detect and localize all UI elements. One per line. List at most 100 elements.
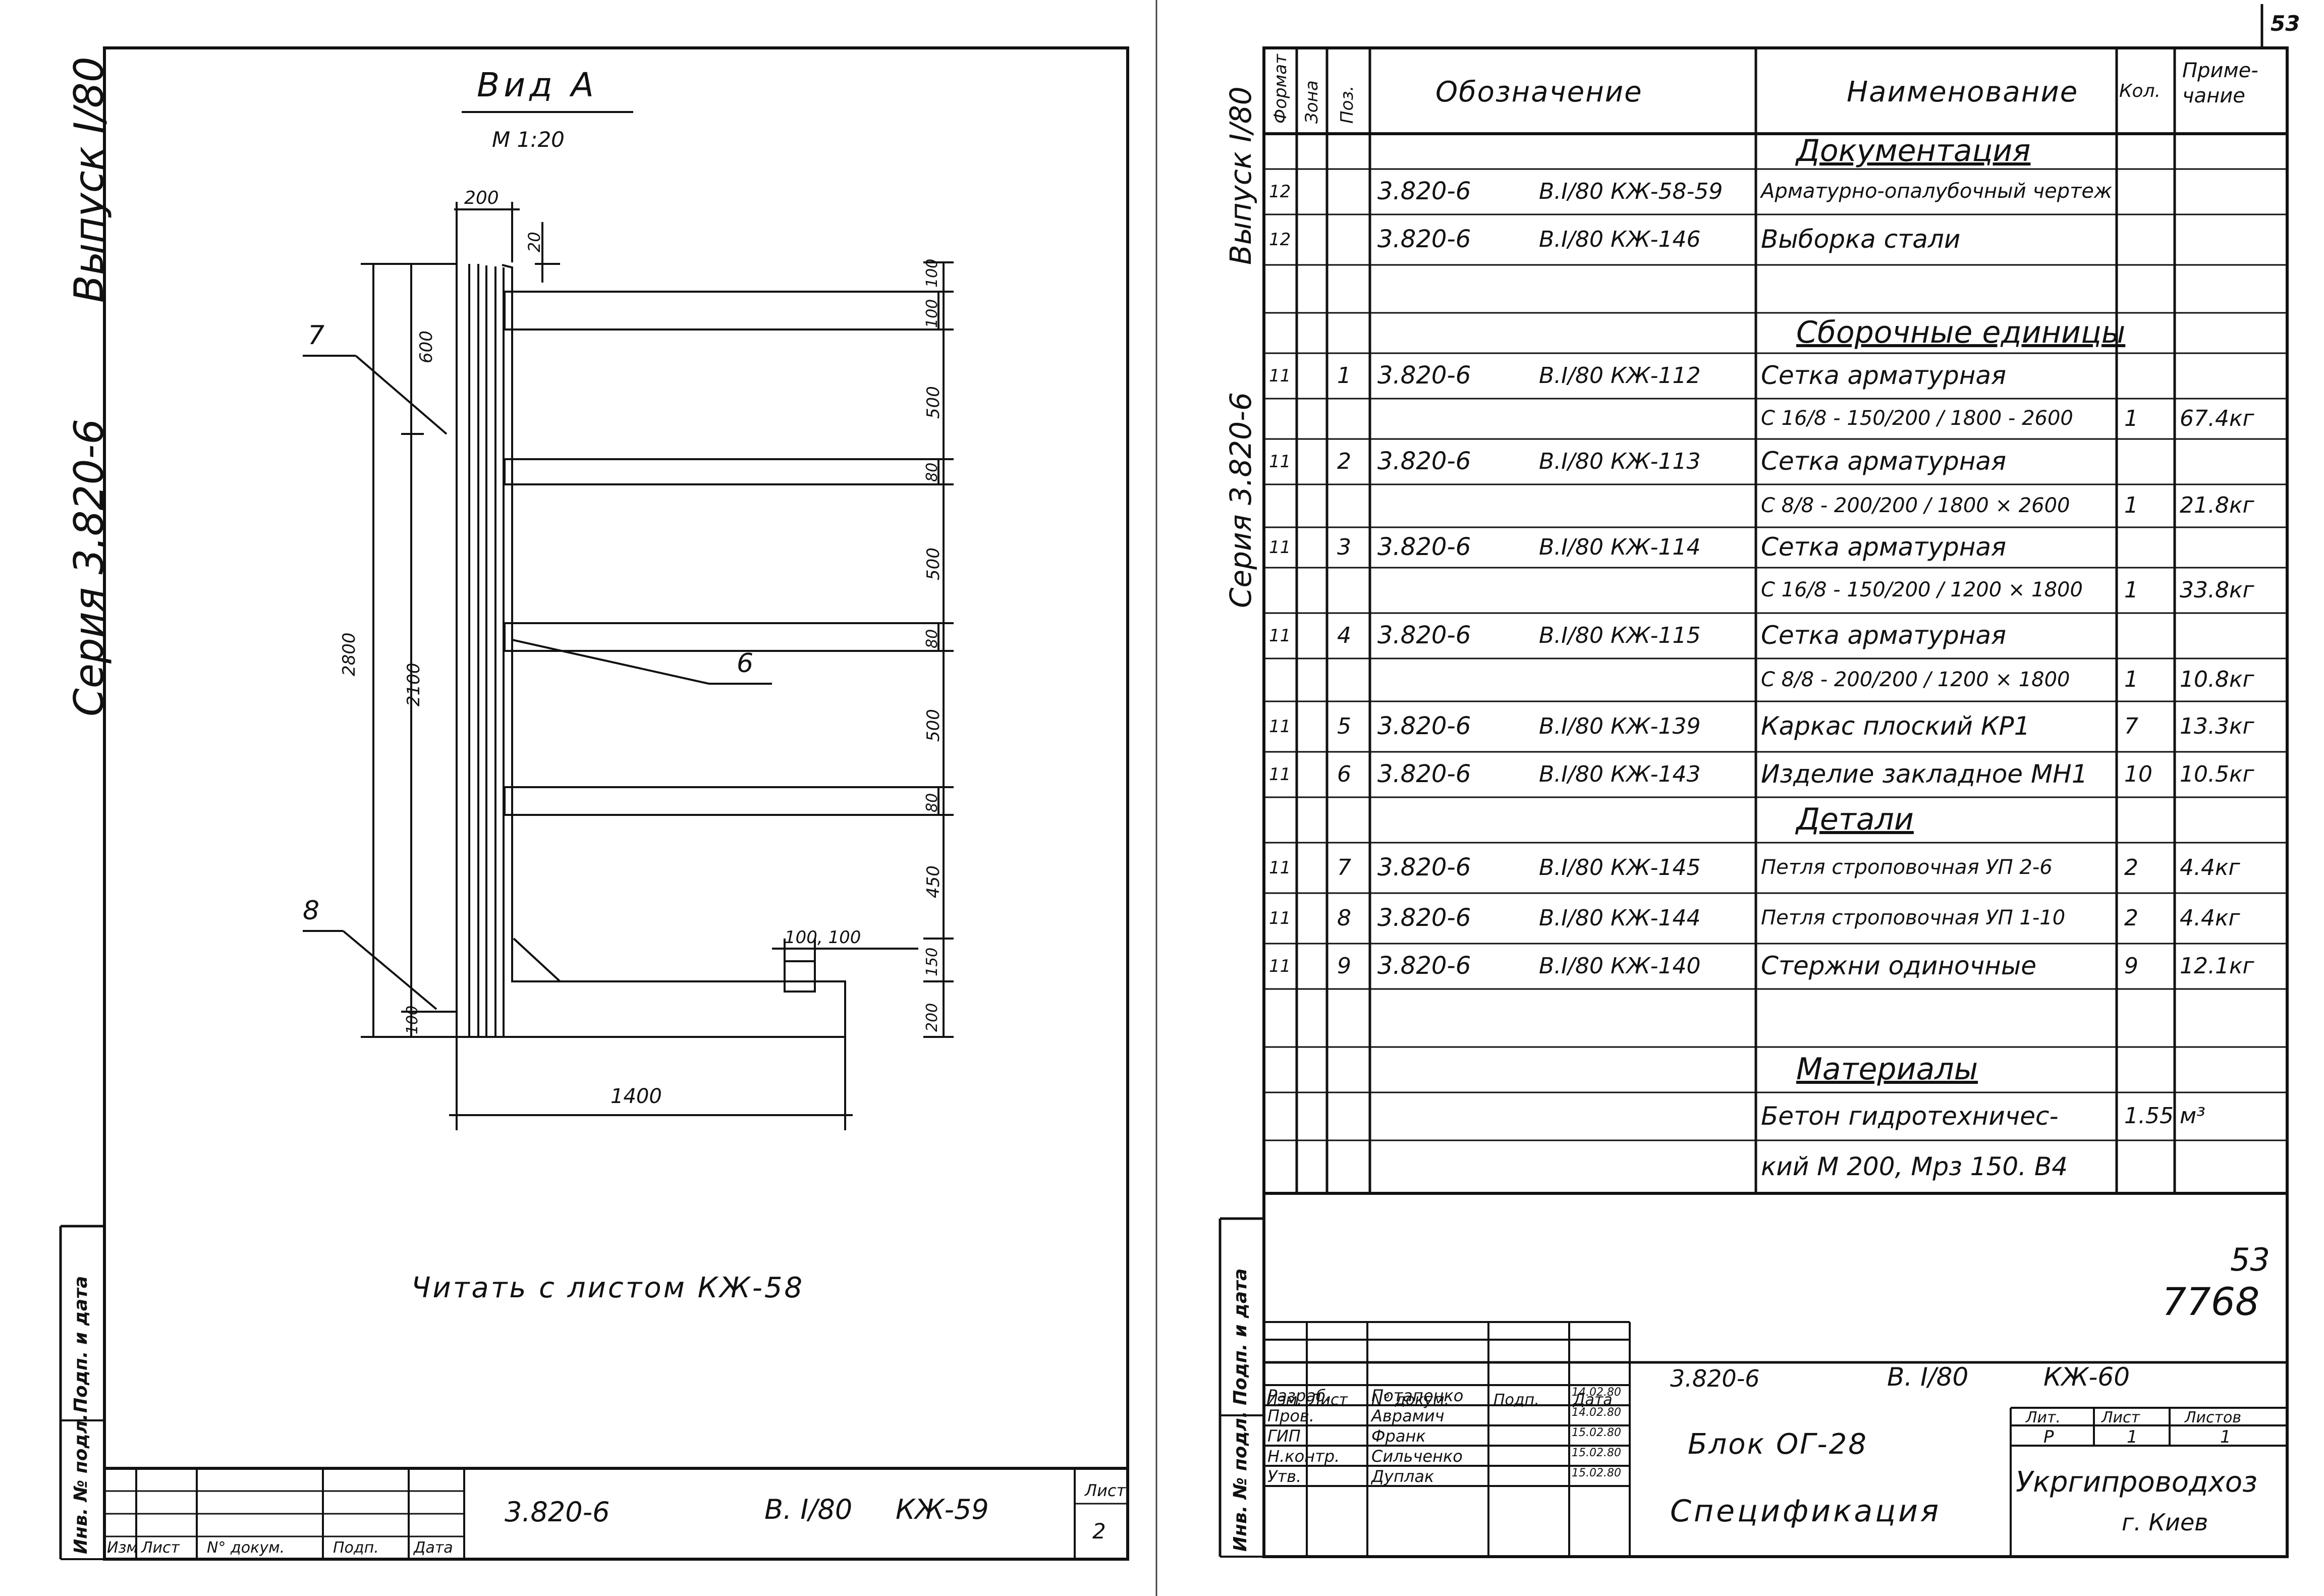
cell-issue: В.I/80 КЖ-145	[1539, 854, 1701, 880]
cell-name: Сетка арматурная	[1761, 361, 2007, 390]
dim-2100: 2100	[404, 663, 424, 706]
callout-6: 6	[737, 648, 754, 679]
cell-name: Арматурно-опалубочный чертеж	[1761, 180, 2113, 203]
cell-pos: 8	[1337, 905, 1351, 931]
col-header-designation: Обозначение	[1435, 76, 1643, 108]
cell-name: Детали	[1796, 802, 1914, 837]
cell-qty: 1	[2124, 667, 2138, 693]
dim-450: 450	[923, 865, 944, 898]
cell-code: 3.820-6	[1377, 621, 1471, 650]
cell-issue: В.I/80 КЖ-115	[1539, 622, 1701, 648]
cell-note: 13.3кг	[2180, 713, 2254, 739]
tb-left-h-izm: Изм	[107, 1539, 138, 1557]
cell-qty: 1	[2124, 492, 2138, 519]
cell-pos: 4	[1337, 622, 1351, 648]
cell-code: 3.820-6	[1377, 853, 1471, 882]
cell-issue: В.I/80 КЖ-139	[1539, 713, 1701, 739]
dim-500-a: 500	[923, 386, 944, 419]
cell-name: Изделие закладное МН1	[1761, 759, 2088, 789]
tb-left-code: 3.820-6	[505, 1496, 610, 1528]
cell-note: 21.8кг	[2180, 492, 2254, 519]
cell-format: 11	[1269, 451, 1291, 472]
tb-right-sheet: 1	[2127, 1427, 2138, 1447]
tb-left-h-doc: N° докум.	[207, 1539, 285, 1557]
cell-pos: 7	[1337, 854, 1351, 880]
cell-format: 11	[1269, 537, 1291, 558]
tb-right-h-doc: N° докум.	[1371, 1391, 1450, 1409]
drawing-note: Читать с листом КЖ-58	[411, 1272, 805, 1304]
callout-7: 7	[308, 320, 325, 351]
right-stamp-inv: Инв. № подл.	[1230, 1411, 1251, 1552]
dim-600: 600	[416, 331, 436, 363]
dim-100-left: 100	[404, 1005, 421, 1034]
cell-note: 10.5кг	[2180, 761, 2254, 787]
cell-code: 3.820-6	[1377, 904, 1471, 932]
cell-code: 3.820-6	[1377, 361, 1471, 390]
right-margin-title-top: Выпуск I/80	[1224, 86, 1258, 265]
dim-80-c: 80	[923, 793, 941, 812]
right-margin-title-bottom: Серия 3.820-6	[1224, 392, 1258, 608]
cell-issue: В.I/80 КЖ-140	[1539, 953, 1701, 979]
tb-right-sheet-code: КЖ-60	[2043, 1362, 2130, 1392]
tb-right-issue: В. I/80	[1887, 1362, 1969, 1392]
view-title: Вид А	[477, 66, 598, 104]
tb-person-name: Франк	[1371, 1426, 1426, 1446]
cell-note: 4.4кг	[2180, 905, 2240, 931]
cell-format: 11	[1269, 857, 1291, 878]
cell-name: Документация	[1796, 133, 2031, 169]
cell-code: 3.820-6	[1377, 760, 1471, 789]
tb-right-h-izm: Изм.	[1266, 1391, 1302, 1409]
corner-page-number: 53	[2271, 11, 2300, 36]
cell-name: Материалы	[1796, 1052, 1978, 1087]
tb-role: ГИП	[1267, 1426, 1301, 1446]
cell-format: 11	[1269, 908, 1291, 928]
tb-right-lit-label: Лит.	[2026, 1409, 2061, 1426]
dim-80-b: 80	[923, 629, 941, 648]
cell-issue: В.I/80 КЖ-112	[1539, 362, 1701, 389]
dim-80-a: 80	[923, 462, 941, 482]
left-margin-title-top: Выпуск I/80	[66, 57, 113, 303]
view-scale: М 1:20	[492, 127, 565, 152]
tb-right-name1: Блок ОГ-28	[1688, 1428, 1868, 1461]
cell-qty: 1	[2124, 577, 2138, 603]
dim-500-b: 500	[923, 547, 944, 580]
cell-name: С 8/8 - 200/200 / 1800 × 2600	[1761, 493, 2070, 517]
col-header-note: Приме-чание	[2182, 59, 2258, 107]
tb-person-name: Потапенко	[1371, 1386, 1464, 1405]
cell-code: 3.820-6	[1377, 533, 1471, 562]
dim-150: 150	[923, 947, 941, 976]
cell-name: С 16/8 - 150/200 / 1800 - 2600	[1761, 407, 2073, 430]
tb-date: 15.02.80	[1572, 1467, 1621, 1479]
cell-pos: 6	[1337, 761, 1351, 787]
tb-left-issue: В. I/80	[764, 1494, 853, 1525]
cell-note: 12.1кг	[2180, 953, 2254, 979]
dim-1400: 1400	[611, 1085, 662, 1108]
dim-200-b: 200	[923, 1003, 941, 1032]
cell-name: кий М 200, Мрз 150. В4	[1761, 1151, 2068, 1181]
cell-note: 10.8кг	[2180, 667, 2254, 693]
tb-date: 15.02.80	[1572, 1447, 1621, 1459]
cell-format: 11	[1269, 764, 1291, 785]
dim-20: 20	[525, 232, 544, 252]
dim-500-c: 500	[923, 709, 944, 742]
tb-right-org: Укргипроводхоз	[2016, 1466, 2257, 1499]
callout-8: 8	[303, 896, 320, 926]
stamp-number-7768: 7768	[2162, 1279, 2260, 1324]
cell-format: 12	[1269, 229, 1291, 250]
tb-role: Н.контр.	[1267, 1447, 1340, 1466]
cell-code: 3.820-6	[1377, 712, 1471, 741]
cell-qty: 1.55	[2124, 1103, 2174, 1129]
cell-pos: 3	[1337, 534, 1351, 560]
cell-issue: В.I/80 КЖ-143	[1539, 761, 1701, 787]
tb-left-h-sign: Подп.	[333, 1539, 379, 1557]
tb-person-name: Сильченко	[1371, 1447, 1463, 1466]
cell-note: 4.4кг	[2180, 854, 2240, 880]
cell-qty: 2	[2124, 854, 2138, 880]
cell-pos: 5	[1337, 713, 1351, 739]
tb-date: 14.02.80	[1572, 1406, 1621, 1419]
cell-name: С 16/8 - 150/200 / 1200 × 1800	[1761, 578, 2083, 601]
tb-right-sheets-label: Листов	[2185, 1409, 2242, 1426]
dim-100-100: 100, 100	[785, 927, 861, 948]
cell-format: 11	[1269, 365, 1291, 386]
